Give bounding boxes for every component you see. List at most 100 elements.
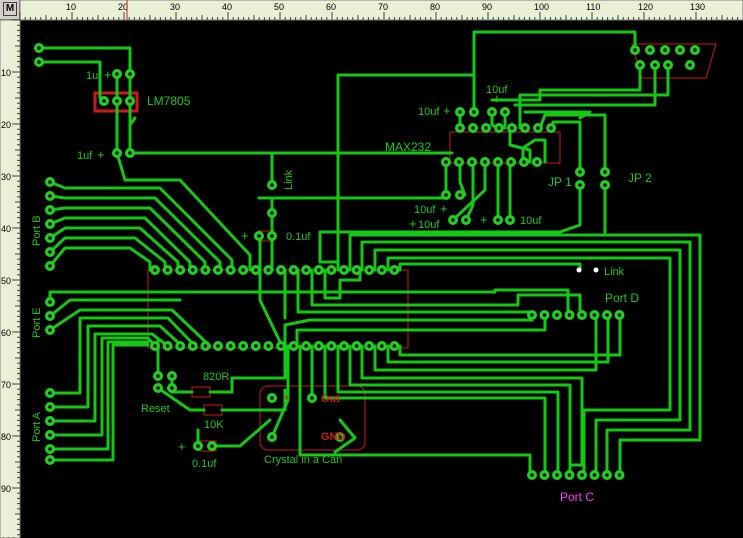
pad-hole: [270, 435, 274, 439]
pad-hole: [678, 48, 682, 52]
pad-hole: [228, 344, 233, 348]
pad-hole: [203, 268, 208, 272]
label-plus-2: +: [97, 147, 105, 162]
pad-hole: [580, 473, 584, 477]
pad-hole: [216, 268, 220, 272]
pad-hole: [48, 208, 52, 212]
pad-hole: [291, 268, 296, 272]
pad-hole: [603, 183, 607, 187]
label-link-vertical: Link: [283, 169, 295, 190]
ruler-y-label: 60: [1, 328, 11, 338]
pad-hole: [270, 183, 274, 187]
pad-hole: [605, 313, 609, 317]
pad-hole: [367, 268, 372, 272]
pad-hole: [165, 344, 170, 348]
pad-hole: [490, 110, 494, 114]
ruler-y-label: 40: [1, 224, 11, 234]
pad-hole: [457, 160, 461, 164]
pad-hole: [48, 250, 52, 254]
pad-hole: [444, 193, 448, 197]
pad-hole: [48, 314, 52, 318]
label-max232: MAX232: [385, 140, 431, 154]
pad-hole: [497, 126, 501, 130]
label-cap-10uf-c: 10uf: [414, 204, 436, 216]
pad-hole: [228, 268, 233, 272]
pad-hole: [633, 48, 637, 52]
ruler-y-label: 30: [1, 172, 11, 182]
pad-hole: [48, 433, 52, 437]
pad-hole: [458, 110, 462, 114]
pad-hole: [617, 473, 622, 477]
pad-hole: [580, 313, 584, 317]
pad-hole: [48, 222, 52, 226]
pad-hole: [178, 344, 182, 348]
pad-hole: [48, 236, 52, 240]
top-ruler: [19, 0, 743, 21]
pad-hole: [48, 328, 52, 332]
board-area[interactable]: [21, 21, 743, 538]
pad-hole: [270, 234, 274, 238]
pad-hole: [605, 473, 609, 477]
pad-hole: [496, 160, 500, 164]
pad-hole: [470, 160, 474, 164]
label-link-right: Link: [604, 266, 625, 278]
pad-hole: [37, 46, 41, 50]
label-jp2: JP 2: [628, 171, 652, 185]
label-port-b: Port B: [31, 215, 43, 246]
pad-hole: [392, 268, 397, 272]
pad-hole: [555, 473, 559, 477]
ruler-y-label: 50: [1, 276, 11, 286]
pad-hole: [266, 344, 271, 348]
label-cap-10uf-d: 10uf: [418, 219, 440, 231]
pad-hole: [304, 344, 309, 348]
ruler-x-label: 70: [378, 2, 388, 12]
pad-hole: [216, 344, 220, 348]
pad-hole: [128, 151, 132, 155]
pad-hole: [48, 264, 52, 268]
pad-hole: [578, 170, 582, 174]
pad-hole: [354, 268, 359, 272]
ruler-y-label: 10: [1, 68, 11, 78]
pad-hole: [48, 391, 52, 395]
via: [576, 267, 582, 273]
label-res-10k: 10K: [204, 419, 224, 431]
pad-hole: [666, 63, 670, 67]
pad-hole: [270, 211, 274, 215]
pad-hole: [310, 396, 314, 400]
pad-hole: [241, 268, 245, 272]
pad-hole: [196, 444, 200, 448]
pad-hole: [380, 268, 384, 272]
pad-hole: [329, 344, 334, 348]
pad-hole: [317, 268, 321, 272]
label-plus-8: +: [241, 228, 249, 243]
pad-hole: [48, 419, 52, 423]
pads: [34, 43, 700, 480]
pad-hole: [536, 126, 540, 130]
pad-hole: [48, 194, 52, 198]
pad-hole: [508, 218, 512, 222]
pad-hole: [156, 374, 160, 378]
ruler-unit-button[interactable]: M: [3, 2, 17, 16]
ruler-y-label: 90: [1, 484, 11, 494]
ruler-x-label: 20: [118, 2, 128, 12]
pad-hole: [128, 72, 132, 76]
ruler-x-label: 120: [638, 2, 653, 12]
pad-hole: [617, 313, 622, 317]
pad-hole: [254, 268, 258, 272]
pad-hole: [483, 160, 487, 164]
pad-hole: [555, 313, 559, 317]
pad-hole: [509, 160, 513, 164]
label-plus-4: +: [493, 91, 501, 106]
pad-hole: [464, 218, 468, 222]
pad-hole: [542, 313, 547, 317]
ruler-y-label: 100: [1, 536, 16, 538]
pad-hole: [191, 344, 195, 348]
pad-hole: [279, 268, 283, 272]
pad-hole: [451, 218, 455, 222]
pad-hole: [178, 268, 182, 272]
pad-hole: [663, 48, 667, 52]
label-port-d: Port D: [605, 291, 639, 305]
pad-hole: [291, 344, 296, 348]
label-plus-9: +: [178, 439, 186, 454]
